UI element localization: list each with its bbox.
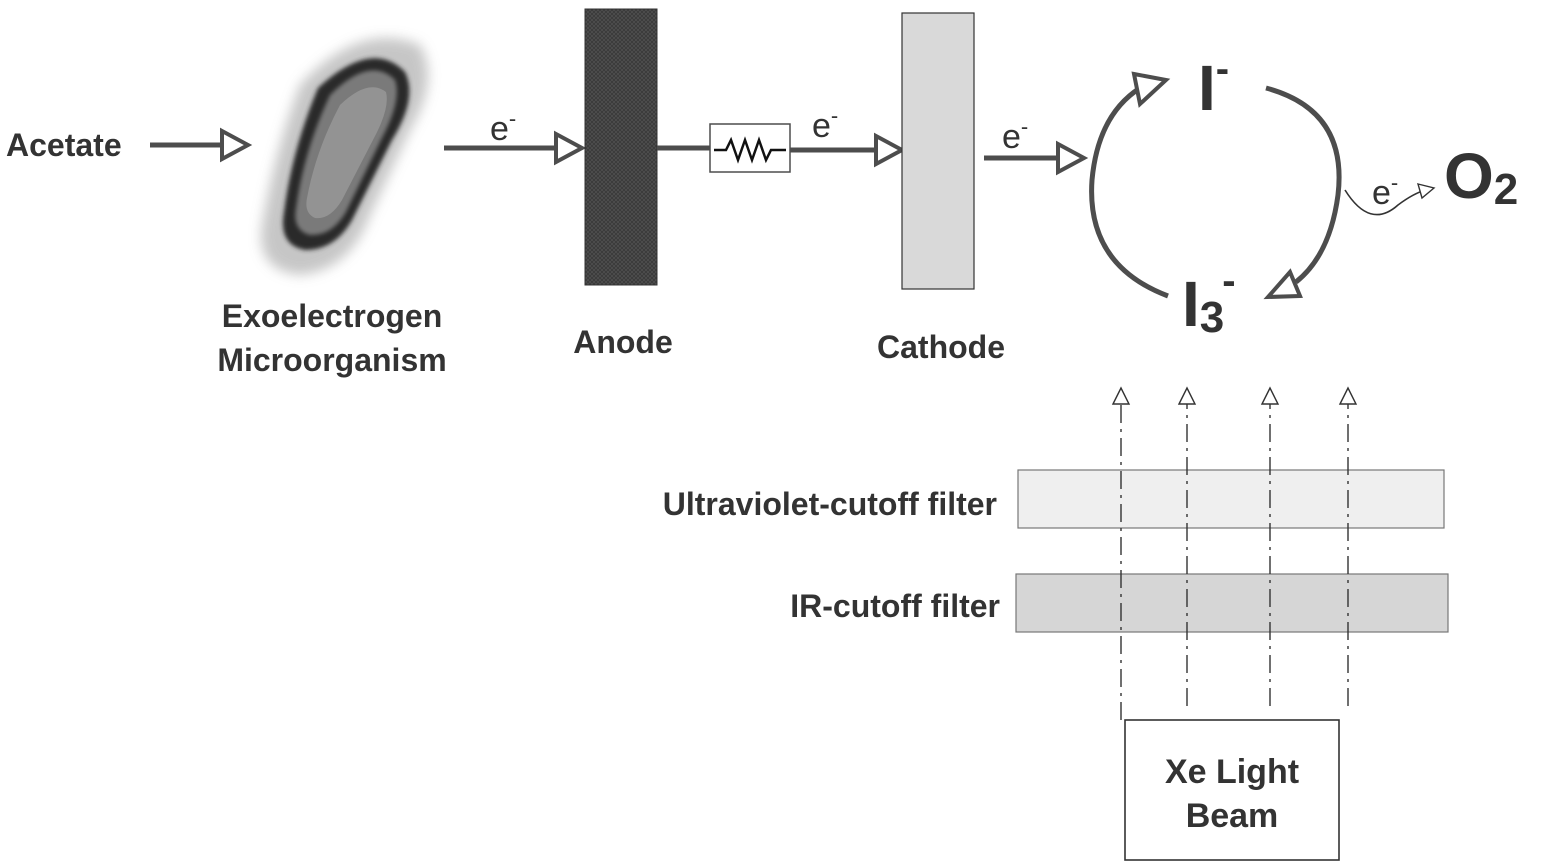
resistor-icon — [657, 123, 791, 173]
light-ray-4-head — [1338, 386, 1358, 405]
triiodide-label: I3- — [1182, 259, 1236, 342]
light-rays — [1111, 386, 1358, 720]
electron-label-4: e- — [1372, 170, 1398, 212]
acetate-arrow — [150, 127, 253, 163]
acetate-label: Acetate — [6, 127, 122, 163]
light-ray-2-head — [1177, 386, 1197, 405]
electron-label-2: e- — [812, 103, 838, 145]
xe-light-label-line2: Beam — [1186, 797, 1279, 835]
arrow-to-cathode — [790, 132, 907, 168]
uv-filter-label: Ultraviolet-cutoff filter — [663, 486, 997, 522]
anode-label: Anode — [573, 324, 673, 360]
electron-label-3: e- — [1002, 114, 1028, 156]
xe-light-label-line1: Xe Light — [1165, 753, 1299, 791]
ir-filter — [1015, 573, 1449, 633]
cathode-electrode — [901, 12, 975, 290]
electron-label-1: e- — [490, 106, 516, 148]
uv-filter — [1017, 469, 1445, 529]
arrow-to-oxygen-head — [1416, 183, 1436, 200]
microbe-label-line2: Microorganism — [217, 342, 446, 378]
oxygen-label: O2 — [1444, 140, 1518, 214]
anode-electrode — [584, 8, 658, 286]
light-ray-1-head — [1111, 386, 1131, 405]
cathode-label: Cathode — [877, 329, 1005, 365]
arrow-to-redox-cycle — [984, 140, 1089, 176]
light-ray-3-head — [1260, 386, 1280, 405]
iodide-label: I- — [1198, 47, 1229, 124]
microbe-label-line1: Exoelectrogen — [222, 298, 443, 334]
arrow-to-oxygen — [1344, 189, 1427, 216]
arrow-to-anode — [444, 130, 587, 166]
bacterium-micrograph-icon — [261, 38, 428, 275]
iodide-triiodide-cycle — [1089, 71, 1342, 300]
ir-filter-label: IR-cutoff filter — [790, 588, 1000, 624]
xe-light-source — [1124, 719, 1340, 861]
